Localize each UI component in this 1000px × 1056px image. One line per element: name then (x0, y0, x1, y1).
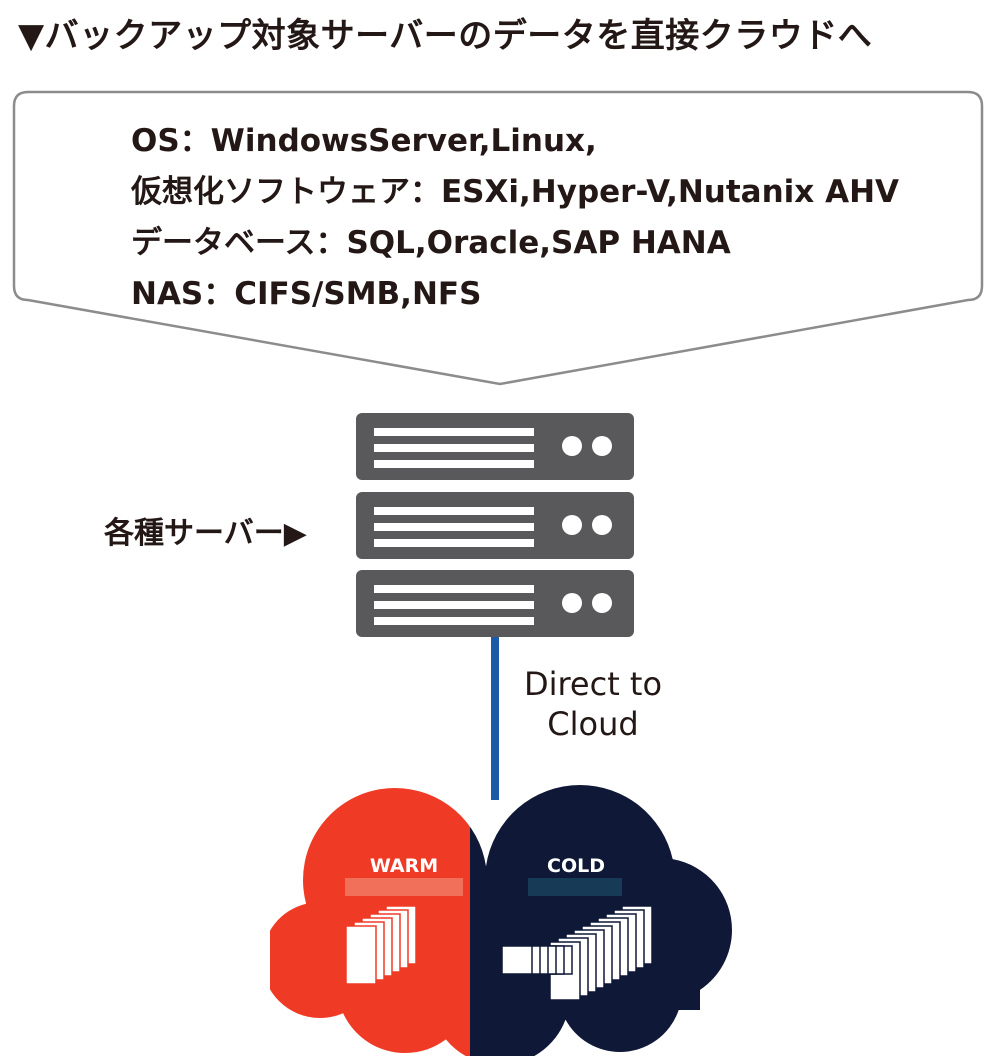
server-rack-icon (356, 413, 634, 637)
warm-label-bar (345, 878, 463, 896)
spec-database: データベース：SQL,Oracle,SAP HANA (131, 225, 731, 261)
direct-to-cloud-label: Direct to Cloud (508, 664, 678, 744)
spec-nas: NAS：CIFS/SMB,NFS (131, 276, 482, 312)
cloud-storage (270, 785, 732, 1056)
warm-tier-area (270, 785, 470, 1056)
cold-tier-area (470, 785, 732, 1056)
warm-label: WARM (370, 855, 438, 877)
spec-os: OS：WindowsServer,Linux, (131, 123, 597, 159)
cold-label: COLD (547, 855, 605, 877)
spec-virtualization: 仮想化ソフトウェア：ESXi,Hyper-V,Nutanix AHV (131, 174, 900, 210)
connection-line-1: Direct to (523, 665, 663, 703)
connection-line-2: Cloud (547, 705, 639, 743)
document-stack-icon (345, 905, 417, 985)
page-title: ▼バックアップ対象サーバーのデータを直接クラウドへ (18, 16, 873, 56)
cold-label-bar (528, 878, 622, 896)
server-unit (356, 570, 634, 637)
callout-box (12, 90, 984, 386)
server-label: 各種サーバー▶ (104, 516, 307, 551)
server-unit (356, 492, 634, 559)
document-stack-icon (501, 905, 653, 1001)
spec-list: OS：WindowsServer,Linux, 仮想化ソフトウェア：ESXi,H… (131, 116, 899, 320)
server-unit (356, 413, 634, 480)
